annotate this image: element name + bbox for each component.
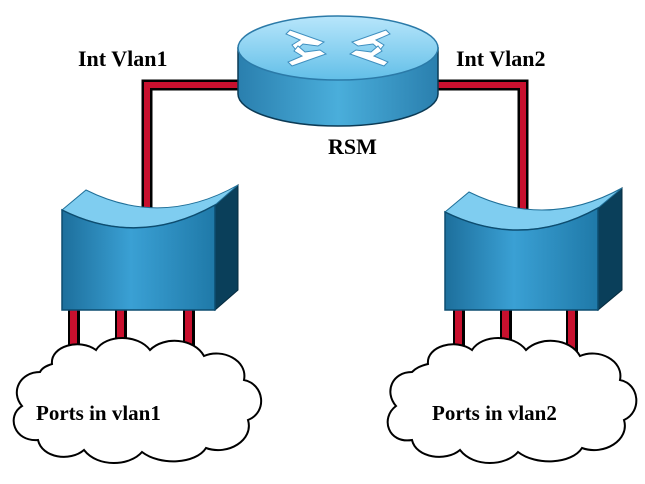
uplink-right xyxy=(430,79,529,242)
int-vlan2-label: Int Vlan2 xyxy=(456,46,545,71)
cloud-icon-left xyxy=(12,337,263,464)
switch-icon-right xyxy=(444,186,623,312)
cloud-icon-right xyxy=(386,337,638,464)
int-vlan1-label: Int Vlan1 xyxy=(78,46,167,71)
cloud-left-label: Ports in vlan1 xyxy=(36,401,161,425)
router-label: RSM xyxy=(328,134,377,159)
router-icon xyxy=(237,15,439,127)
switch-icon-left xyxy=(61,183,239,312)
uplink-left xyxy=(141,79,250,232)
cloud-right-label: Ports in vlan2 xyxy=(432,401,557,425)
